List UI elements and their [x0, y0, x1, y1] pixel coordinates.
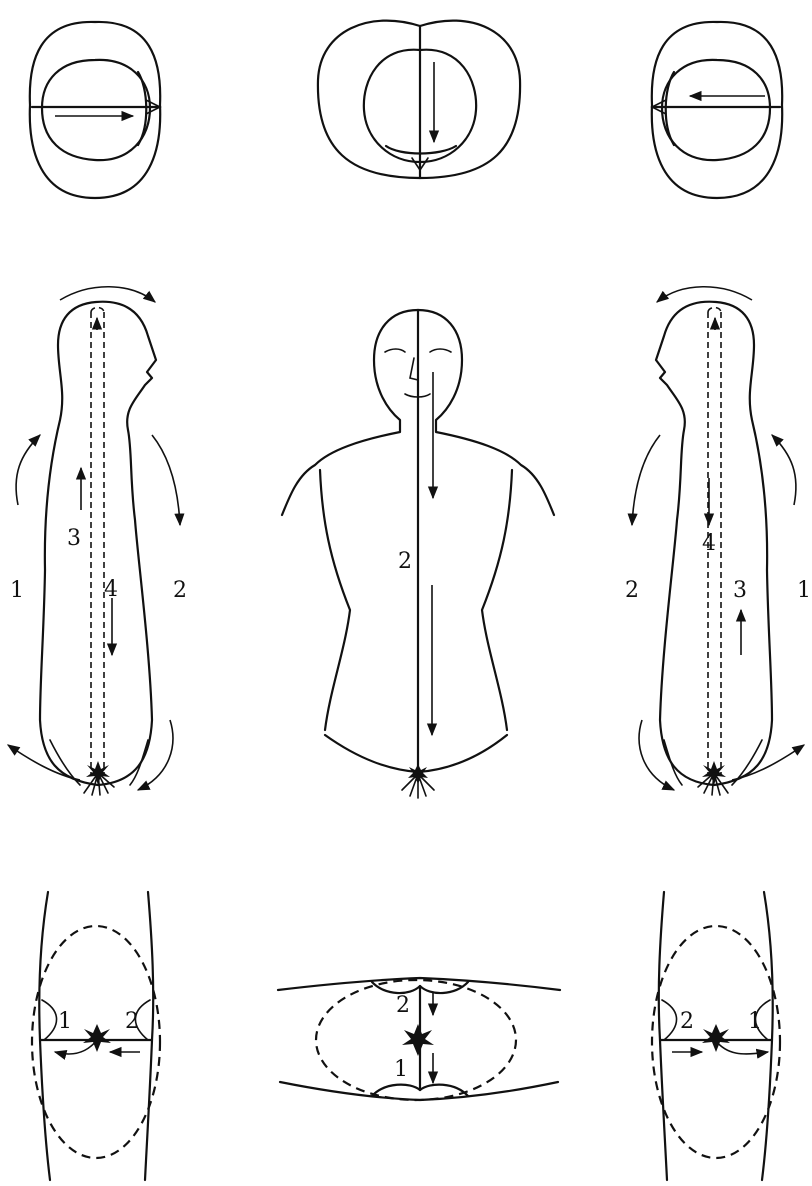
starburst-icon: [698, 761, 728, 795]
bottom-right-label-2: 2: [680, 1009, 694, 1034]
side-view-right: 1 2 3 4: [625, 287, 811, 795]
bottom-center-view: 2 1: [278, 978, 560, 1100]
bottom-center-label-1: 1: [394, 1057, 408, 1082]
side-view-r-label-1: 1: [797, 578, 811, 603]
side-view-label-4: 4: [104, 577, 118, 602]
bottom-right-view: 2 1: [652, 892, 780, 1180]
bottom-left-label-1: 1: [58, 1009, 72, 1034]
starburst-icon: [402, 1024, 434, 1056]
side-view-label-2: 2: [173, 578, 187, 603]
side-view-left: 1 2 3 4: [8, 287, 187, 795]
starburst-icon: [84, 761, 114, 795]
front-view: 2: [282, 310, 554, 798]
top-left-view: [30, 22, 160, 198]
bottom-center-label-2: 2: [396, 993, 410, 1018]
front-view-label-2: 2: [398, 549, 412, 574]
starburst-icon: [402, 764, 434, 798]
side-view-r-label-2: 2: [625, 578, 639, 603]
bottom-left-view: 1 2: [32, 892, 160, 1180]
bottom-left-label-2: 2: [125, 1009, 139, 1034]
starburst-icon: [83, 1024, 111, 1052]
starburst-icon: [702, 1024, 730, 1052]
bottom-right-label-1: 1: [748, 1009, 762, 1034]
side-view-r-label-4: 4: [702, 531, 716, 556]
side-view-label-3: 3: [67, 526, 81, 551]
top-right-view: [652, 22, 782, 198]
side-view-label-1: 1: [10, 578, 24, 603]
side-view-r-label-3: 3: [733, 578, 747, 603]
top-center-view: [318, 21, 520, 178]
